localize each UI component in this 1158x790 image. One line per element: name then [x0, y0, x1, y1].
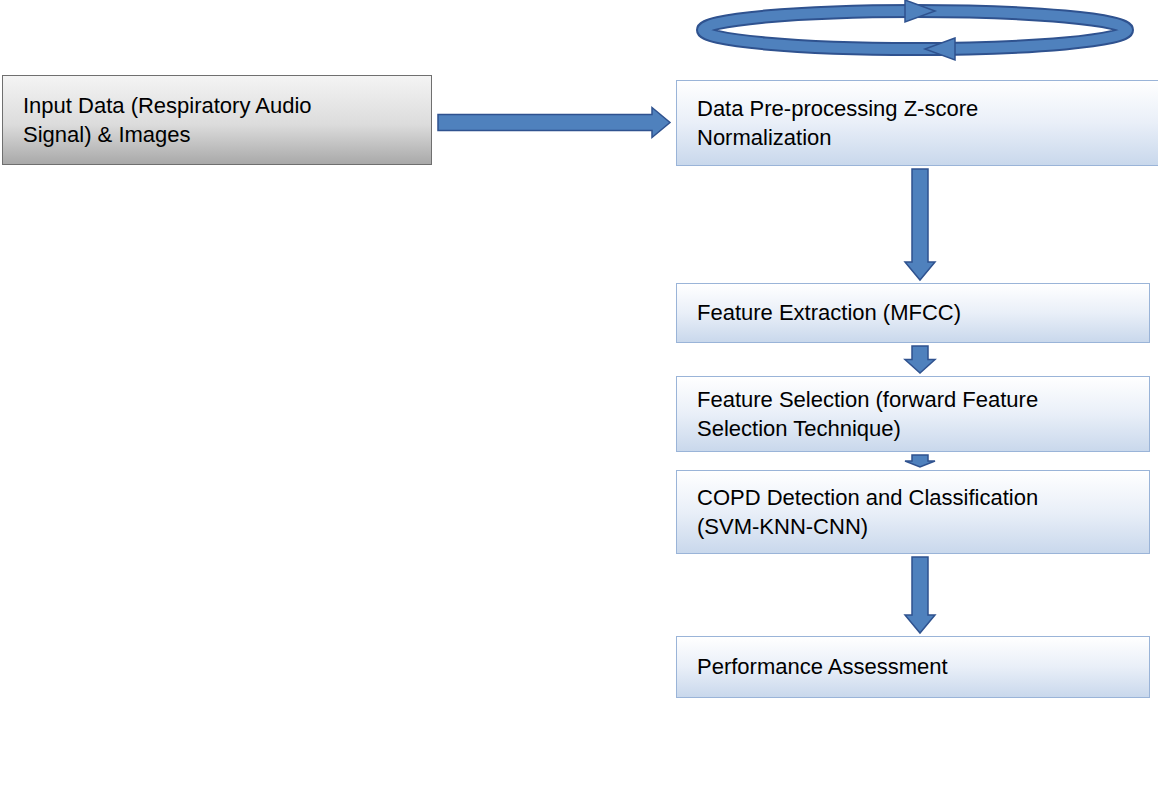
box-label: Performance Assessment	[697, 652, 948, 681]
process-box: Performance Assessment	[676, 636, 1150, 698]
process-box: Feature Extraction (MFCC)	[676, 283, 1150, 343]
box-label: Feature Selection (forward Feature Selec…	[697, 385, 1057, 443]
process-box: Feature Selection (forward Feature Selec…	[676, 376, 1150, 452]
process-box: COPD Detection and Classification (SVM-K…	[676, 470, 1150, 554]
cycle-arrow	[703, 0, 1127, 60]
process-box: Data Pre-processing Z-score Normalizatio…	[676, 80, 1158, 166]
box-label: Feature Extraction (MFCC)	[697, 298, 961, 327]
block-arrow	[438, 108, 670, 138]
block-arrow	[905, 557, 935, 633]
block-arrow	[905, 455, 935, 467]
block-arrow	[905, 169, 935, 280]
block-arrow	[905, 346, 935, 373]
input-box: Input Data (Respiratory Audio Signal) & …	[2, 75, 432, 165]
box-label: COPD Detection and Classification (SVM-K…	[697, 483, 1057, 541]
box-label: Data Pre-processing Z-score Normalizatio…	[697, 94, 1057, 152]
box-label: Input Data (Respiratory Audio Signal) & …	[23, 91, 323, 149]
